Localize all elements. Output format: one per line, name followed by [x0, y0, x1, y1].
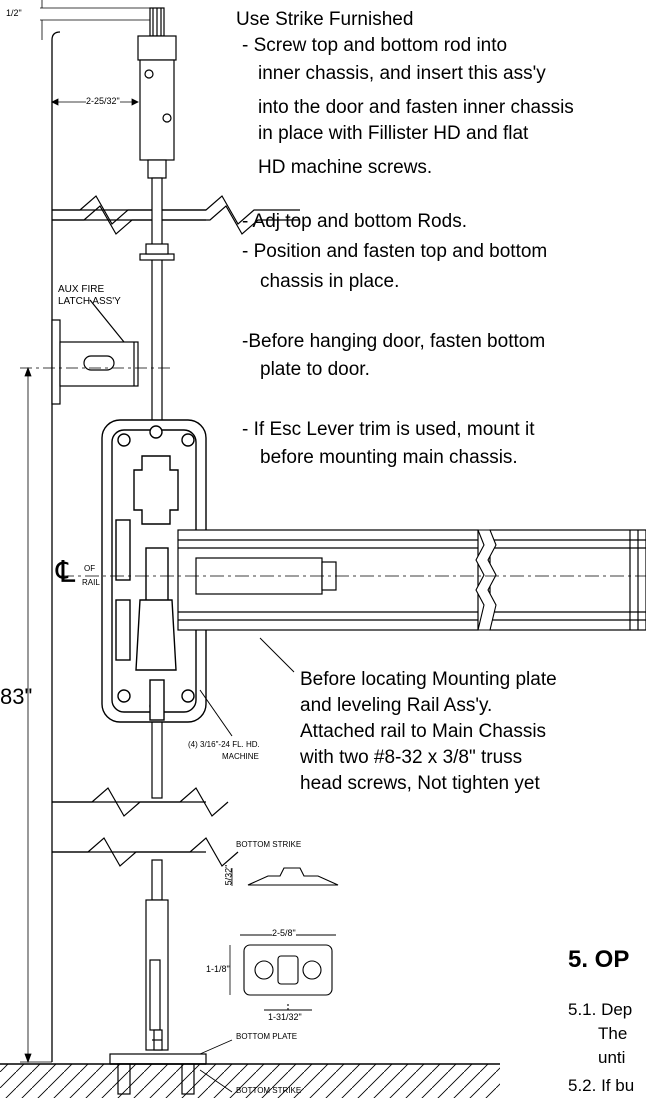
- label-screws-line2: MACHINE: [222, 752, 259, 761]
- dim-top-offset: 1/2": [6, 8, 22, 18]
- note-step1-line2: inner chassis, and insert this ass'y: [258, 63, 546, 84]
- rail-break: [475, 529, 497, 631]
- note-step3-line2: chassis in place.: [260, 271, 400, 292]
- note-step6-line3: Attached rail to Main Chassis: [300, 721, 547, 742]
- note-title: Use Strike Furnished: [236, 9, 414, 30]
- note-step1-line3: into the door and fasten inner chassis: [258, 97, 574, 118]
- note-leader: [259, 637, 295, 673]
- label-rail: RAIL: [82, 578, 100, 587]
- note-step6-line4: with two #8-32 x 3/8" truss: [300, 747, 523, 768]
- label-bottom-plate: BOTTOM PLATE: [236, 1032, 298, 1041]
- note-step4-line2: plate to door.: [260, 359, 370, 380]
- note-step2: - Adj top and bottom Rods.: [242, 211, 467, 232]
- centerline-symbol: ℄: [56, 555, 76, 590]
- note-step5-line1: - If Esc Lever trim is used, mount it: [242, 419, 535, 440]
- dim-width-top: 2-25/32": [86, 96, 120, 106]
- note-step1-line5: HD machine screws.: [258, 157, 433, 178]
- note-step4-line1: -Before hanging door, fasten bottom: [242, 331, 546, 352]
- bottom-rod-assembly: [145, 859, 169, 1051]
- label-bottom-strike-bottom: BOTTOM STRIKE: [236, 1086, 302, 1095]
- dim-strike-side: 1-1/8": [206, 964, 230, 974]
- main-chassis: [101, 419, 207, 723]
- floor-hatch: [0, 1064, 500, 1098]
- label-bottom-strike-top: BOTTOM STRIKE: [236, 840, 302, 849]
- section-heading: 5. OP: [568, 946, 630, 973]
- note-step6-line5: head screws, Not tighten yet: [300, 773, 540, 794]
- section-item1-line1: 5.1. Dep: [568, 1000, 633, 1019]
- section-item1-line2: The: [598, 1024, 628, 1043]
- note-step5-line2: before mounting main chassis.: [260, 447, 518, 468]
- label-aux-fire-line2: LATCH ASS'Y: [58, 296, 121, 307]
- top-dimension-lines: [40, 0, 150, 106]
- note-step1-line4: in place with Fillister HD and flat: [258, 123, 529, 144]
- dim-strike-h: 5/32": [223, 864, 234, 886]
- bottom-strike-detail: [240, 867, 339, 1011]
- label-screws-line1: (4) 3/16"-24 FL. HD.: [188, 740, 260, 749]
- note-step6-line1: Before locating Mounting plate: [300, 669, 557, 690]
- note-step3-line1: - Position and fasten top and bottom: [242, 241, 548, 262]
- dim-strike-w: 2-5/8": [272, 928, 296, 938]
- aux-fire-latch: [51, 299, 139, 405]
- note-step1-line1: - Screw top and bottom rod into: [242, 35, 508, 56]
- dim-strike-hole: 1-31/32": [268, 1012, 302, 1022]
- rail-assembly: [177, 529, 646, 631]
- rod-guides: [139, 243, 175, 261]
- label-aux-fire-line1: AUX FIRE: [58, 284, 105, 295]
- section-item1-line3: unti: [598, 1048, 626, 1067]
- screws-leader: [199, 689, 233, 737]
- label-of: OF: [84, 564, 96, 573]
- section-item2-line1: 5.2. If bu: [568, 1076, 635, 1095]
- dim-height: 83": [0, 684, 33, 709]
- break-lines: [52, 195, 300, 867]
- note-step6-line2: and leveling Rail Ass'y.: [300, 695, 493, 716]
